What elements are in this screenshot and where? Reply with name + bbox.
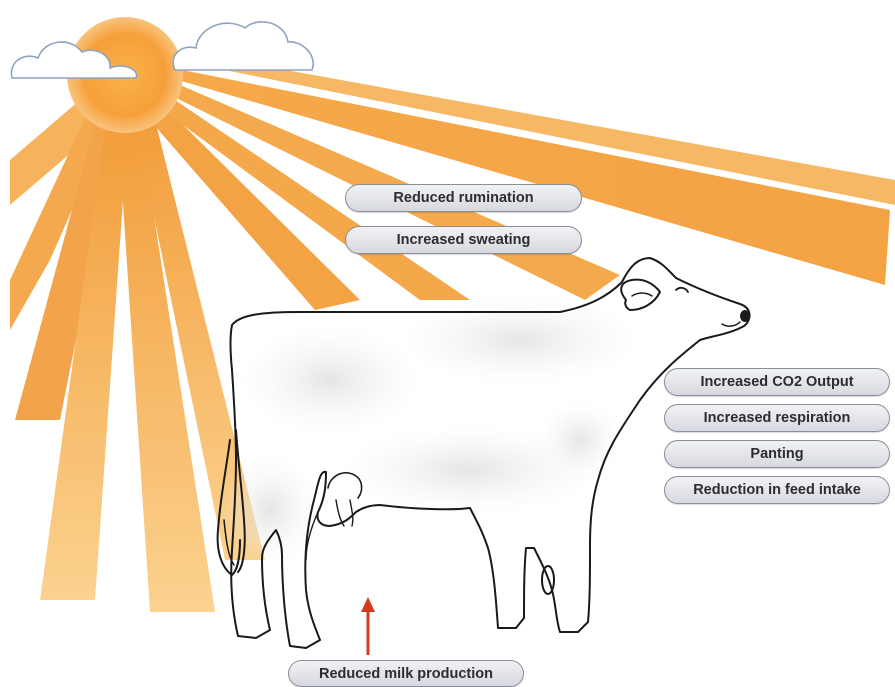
cloud-icon — [173, 22, 313, 70]
label-reduced-rumination: Reduced rumination — [345, 184, 582, 212]
label-reduced-milk-production: Reduced milk production — [288, 660, 524, 687]
label-panting: Panting — [664, 440, 890, 468]
label-reduction-in-feed-intake: Reduction in feed intake — [664, 476, 890, 504]
label-increased-sweating: Increased sweating — [345, 226, 582, 254]
cow-nose — [740, 310, 750, 322]
cow-shading — [220, 295, 640, 565]
arrow-up-icon — [361, 597, 375, 655]
label-increased-co2-output: Increased CO2 Output — [664, 368, 890, 396]
label-increased-respiration: Increased respiration — [664, 404, 890, 432]
